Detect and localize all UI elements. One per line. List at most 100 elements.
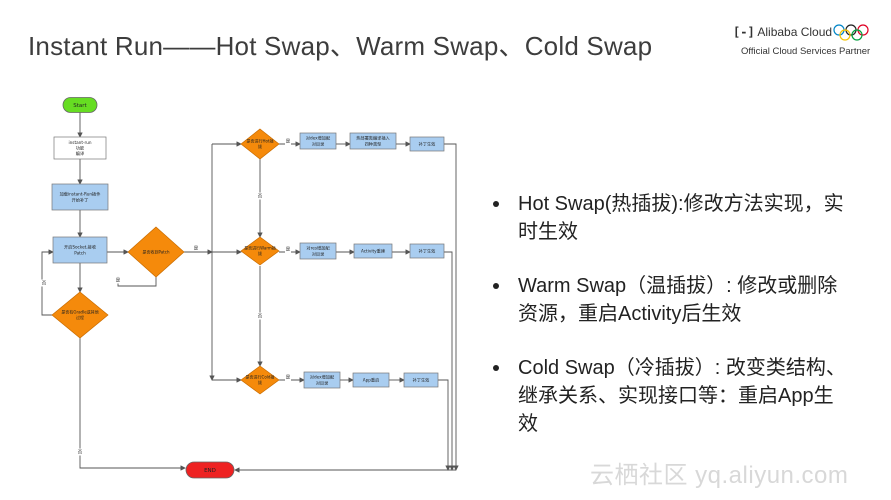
process-node-hot-step2: 热部署类编译插入四种类型 xyxy=(349,132,397,150)
process-box xyxy=(352,372,390,388)
decision-shape xyxy=(240,128,280,160)
bullet-text: Cold Swap（冷插拔）: 改变类结构、继承关系、实现接口等：重启App生效 xyxy=(518,357,846,435)
edge-label-yes: 是 xyxy=(286,247,291,253)
logo-brand-name: Alibaba Cloud xyxy=(757,25,833,39)
process-label: 补丁生效 xyxy=(419,247,437,254)
edge-label-bg xyxy=(115,276,121,284)
process-node-warm-step1: 对res增加配对目录 xyxy=(299,242,337,260)
process-label: 对dex增加配对目录 xyxy=(306,135,331,148)
decision-node-decision-cold: 是否进行Cold插拔 xyxy=(240,365,280,395)
bullet-text: Hot Swap(热插拔):修改方法实现，实时生效 xyxy=(518,193,844,243)
bullet-hot-swap: Hot Swap(热插拔):修改方法实现，实时生效 xyxy=(490,190,850,246)
process-label: 加载instant-Run插件开始补丁 xyxy=(60,191,101,204)
start-node-label: Start xyxy=(73,103,87,109)
process-box xyxy=(299,132,337,150)
decision-node-decision-hot: 是否进行Hot插拔 xyxy=(240,128,280,160)
alibaba-cloud-logo: [-] Alibaba Cloud Official Cloud Service… xyxy=(733,22,883,62)
edge-label-yes: 是 xyxy=(194,246,199,252)
process-node-cold-step2: App重启 xyxy=(352,372,390,388)
alibaba-cloud-mark-icon: [-] xyxy=(733,25,755,39)
bullet-dot xyxy=(493,201,499,207)
process-node-warm-step3: 补丁生效 xyxy=(409,243,445,259)
decision-label: 是否收到Patch xyxy=(143,248,170,254)
edge-label-bg xyxy=(257,192,263,200)
process-box xyxy=(349,132,397,150)
process-box xyxy=(51,183,109,211)
process-box xyxy=(403,372,439,388)
process-node-hot-step1: 对dex增加配对目录 xyxy=(299,132,337,150)
process-node-step-monitor: 加载instant-Run插件开始补丁 xyxy=(51,183,109,211)
edge-label-yes: 是 xyxy=(286,375,291,381)
edge-label-no: 否 xyxy=(78,450,83,456)
decision-label: 是否进行Warm插拔 xyxy=(244,245,276,257)
process-node-cold-step3: 补丁生效 xyxy=(403,372,439,388)
process-label: 补丁生效 xyxy=(413,376,431,383)
decision-label: 是否进行Hot插拔 xyxy=(246,138,273,150)
flow-connector xyxy=(79,338,186,471)
end-node-label: END xyxy=(204,468,216,474)
flow-connector xyxy=(438,379,451,471)
flow-connector xyxy=(444,143,459,471)
bullet-text: Warm Swap（温插拔）: 修改或删除资源，重启Activity后生效 xyxy=(518,275,838,325)
edge-label-bg xyxy=(285,373,291,381)
decision-shape xyxy=(240,365,280,395)
start-node-shape xyxy=(62,97,98,113)
olympic-rings-icon xyxy=(833,24,869,41)
process-label: 对res增加配对目录 xyxy=(306,245,330,258)
bullet-list: Hot Swap(热插拔):修改方法实现，实时生效 Warm Swap（温插拔）… xyxy=(490,190,850,464)
edge-label-bg xyxy=(77,448,83,456)
logo-brand: [-] Alibaba Cloud xyxy=(733,25,832,39)
decision-node-decision-warm: 是否进行Warm插拔 xyxy=(240,236,280,266)
process-label: 热部署类编译插入四种类型 xyxy=(356,135,390,148)
process-node-hot-step3: 补丁生效 xyxy=(409,136,445,152)
decision-shape xyxy=(240,236,280,266)
edge-label-bg xyxy=(41,279,47,287)
flow-connector xyxy=(115,276,157,287)
watermark: 云栖社区 yq.aliyun.com xyxy=(590,462,849,489)
edge-label-yes: 是 xyxy=(116,278,121,284)
flow-connector xyxy=(444,251,455,471)
process-box xyxy=(409,243,445,259)
process-box xyxy=(409,136,445,152)
edge-label-bg xyxy=(285,137,291,145)
process-box xyxy=(303,371,341,389)
process-box xyxy=(353,243,393,259)
decision-shape xyxy=(51,291,109,339)
process-box xyxy=(52,236,108,264)
edge-label-yes: 是 xyxy=(286,139,291,145)
logo-partner-text: Official Cloud Services Partner xyxy=(741,46,871,57)
end-node-shape xyxy=(185,461,235,479)
edge-label-no: 否 xyxy=(258,314,263,320)
edge-label-bg xyxy=(285,245,291,253)
bullet-dot xyxy=(493,283,499,289)
edge-label-bg xyxy=(257,312,263,320)
decision-node-decision-receive: 是否收到Patch xyxy=(127,226,185,278)
edge-label-no: 否 xyxy=(258,194,263,200)
process-box xyxy=(53,136,107,160)
decision-node-decision-error: 是否有Gradle或其他过程 xyxy=(51,291,109,339)
end-node: END xyxy=(185,461,235,479)
decision-shape xyxy=(127,226,185,278)
bullet-warm-swap: Warm Swap（温插拔）: 修改或删除资源，重启Activity后生效 xyxy=(490,272,850,328)
process-label: App重启 xyxy=(363,376,380,383)
edge-label-bg xyxy=(193,244,199,252)
flowchart-edges xyxy=(41,112,459,473)
decision-label: 是否进行Cold插拔 xyxy=(246,374,275,386)
process-label: 补丁生效 xyxy=(419,140,437,147)
bullet-cold-swap: Cold Swap（冷插拔）: 改变类结构、继承关系、实现接口等：重启App生效 xyxy=(490,354,850,438)
edge-label-no: 否 xyxy=(42,281,47,287)
decision-label: 是否有Gradle或其他过程 xyxy=(61,309,98,321)
process-node-warm-step2: Activity重建 xyxy=(353,243,393,259)
start-node: Start xyxy=(62,97,98,113)
process-node-cold-step1: 对dex增加配对目录 xyxy=(303,371,341,389)
process-label: Activity重建 xyxy=(361,247,386,254)
process-box xyxy=(299,242,337,260)
process-label: 对dex增加配对目录 xyxy=(310,374,335,387)
